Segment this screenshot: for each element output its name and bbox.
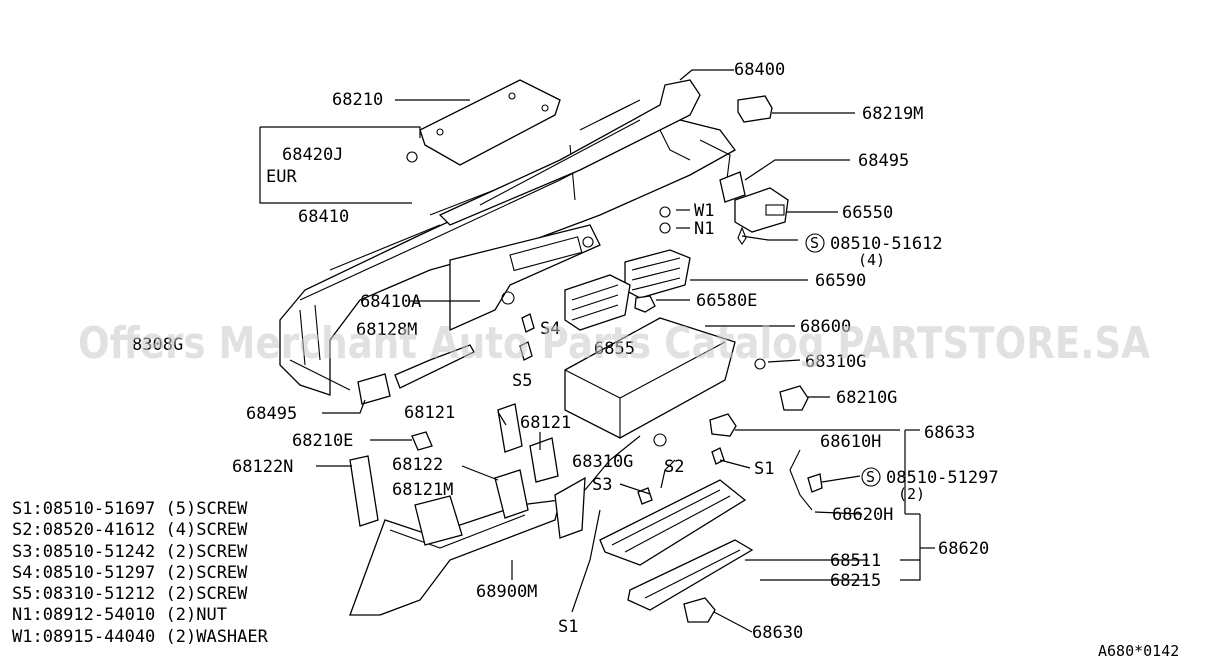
callout-68410: 68410 — [298, 207, 349, 227]
callout-8308G: 8308G — [132, 335, 183, 355]
callout-68215: 68215 — [830, 571, 881, 591]
box-68600-drawing — [564, 317, 736, 439]
callout-n1: N1 — [694, 219, 714, 239]
switch-66550-drawing — [734, 187, 789, 233]
callout-66580E: 66580E — [696, 291, 757, 311]
vent-66590-drawing — [624, 249, 691, 299]
callout-qty-4: (4) — [858, 251, 885, 269]
callout-w1: W1 — [694, 201, 714, 221]
callout-68495-left: 68495 — [246, 404, 297, 424]
screw-S5-drawing — [519, 341, 533, 361]
fastener-68310G-mid-drawing — [653, 433, 667, 447]
latch-68630-drawing — [683, 597, 716, 623]
nut-N1-drawing — [659, 222, 671, 234]
circled-s-letter: S — [810, 234, 819, 252]
screw-66550-drawing — [737, 226, 747, 245]
screw-08510-51297-drawing — [807, 473, 823, 493]
callout-68121-a: 68121 — [404, 403, 455, 423]
callout-screw-08510-51612: 08510-51612 — [830, 234, 943, 254]
legend-row-s3: S3:08510-51242 (2)SCREW — [12, 542, 248, 562]
diagram-code: A680*0142 — [1098, 642, 1179, 660]
callout-66590: 66590 — [815, 271, 866, 291]
bracket-68495-drawing — [719, 171, 746, 203]
bracket-68121-a-drawing — [497, 403, 523, 453]
fastener-68310G-right-drawing — [754, 358, 766, 370]
callout-s4: S4 — [540, 319, 560, 339]
legend-row-s2: S2:08520-41612 (4)SCREW — [12, 520, 248, 540]
pad-drawing — [419, 79, 561, 166]
bracket-68122-drawing — [494, 469, 529, 519]
callout-eur: EUR — [266, 167, 297, 187]
callout-66550: 66550 — [842, 203, 893, 223]
callout-68900M: 68900M — [476, 582, 537, 602]
latch-68610H-drawing — [709, 413, 737, 437]
callout-68633: 68633 — [924, 423, 975, 443]
knob-66580E-drawing — [634, 295, 656, 313]
callout-68122: 68122 — [392, 455, 443, 475]
cable-68620H-drawing — [789, 449, 813, 511]
bracket-68121M-drawing — [414, 495, 463, 546]
washer-W1-drawing — [659, 206, 671, 218]
screw-S3-drawing — [637, 487, 653, 505]
legend-row-w1: W1:08915-44040 (2)WASHAER — [12, 627, 269, 647]
callout-68210E: 68210E — [292, 431, 353, 451]
callout-68122N: 68122N — [232, 457, 293, 477]
lower-panel-68900M-drawing — [349, 476, 586, 616]
callout-68600: 68600 — [800, 317, 851, 337]
leader-lines — [259, 69, 935, 633]
callout-68121-b: 68121 — [520, 413, 571, 433]
screw-S4-drawing — [521, 313, 535, 333]
callout-68620H: 68620H — [832, 505, 893, 525]
circled-s-icon — [805, 233, 825, 253]
callout-68620: 68620 — [938, 539, 989, 559]
legend-row-s5: S5:08310-51212 (2)SCREW — [12, 584, 248, 604]
callout-68610H: 68610H — [820, 432, 881, 452]
clip-68219M-drawing — [737, 95, 773, 123]
callout-68400: 68400 — [734, 60, 785, 80]
clip-68420J-drawing — [406, 151, 418, 163]
callout-s3: S3 — [592, 475, 612, 495]
circled-s-icon-2 — [861, 467, 881, 487]
callout-68128M: 68128M — [356, 320, 417, 340]
callout-68310G-mid: 68310G — [572, 452, 633, 472]
callout-68495-top: 68495 — [858, 151, 909, 171]
callout-68219M: 68219M — [862, 104, 923, 124]
callout-s1-right: S1 — [754, 459, 774, 479]
bracket-68122N-drawing — [349, 455, 379, 527]
callout-68410A: 68410A — [360, 292, 421, 312]
bracket-68121-b-drawing — [529, 437, 559, 483]
callout-qty-2: (2) — [898, 485, 925, 503]
callout-s1-bottom: S1 — [558, 617, 578, 637]
glovebox-drawing — [599, 479, 754, 611]
legend-row-s4: S4:08510-51297 (2)SCREW — [12, 563, 248, 583]
legend-row-s1: S1:08510-51697 (5)SCREW — [12, 499, 248, 519]
callout-68511: 68511 — [830, 551, 881, 571]
fastener-legend: S1:08510-51697 (5)SCREW S2:08520-41612 (… — [12, 499, 269, 647]
callout-68310G-right: 68310G — [805, 352, 866, 372]
callout-68630: 68630 — [752, 623, 803, 643]
clip-68210G-drawing — [779, 385, 809, 411]
vent-center-drawing — [564, 274, 631, 331]
strip-68128M-drawing — [394, 344, 475, 389]
callout-68121M: 68121M — [392, 480, 453, 500]
callout-68210G: 68210G — [836, 388, 897, 408]
callout-s5: S5 — [512, 371, 532, 391]
circled-s-letter-2: S — [866, 468, 875, 486]
bracket-68495-left-drawing — [357, 373, 391, 405]
callout-6855: 6855 — [594, 339, 635, 359]
screw-S1-right-drawing — [711, 447, 725, 465]
watermark: Offers Merchant Auto Parts Catalog PARTS… — [78, 318, 1150, 369]
legend-row-n1: N1:08912-54010 (2)NUT — [12, 605, 227, 625]
callout-screw-08510-51297: 08510-51297 — [886, 468, 999, 488]
callout-68420J: 68420J — [282, 145, 343, 165]
clip-68210E-drawing — [411, 431, 433, 451]
top-trim-drawing — [438, 79, 701, 226]
callout-68210: 68210 — [332, 90, 383, 110]
callout-s2: S2 — [664, 457, 684, 477]
